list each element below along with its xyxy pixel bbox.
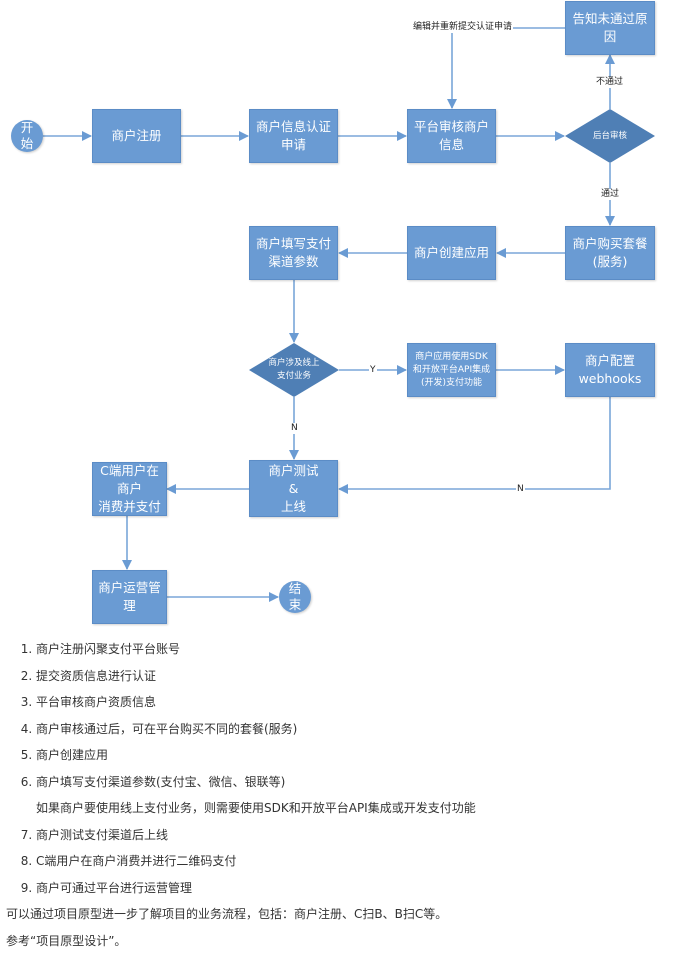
- node-c-user-pay: C端用户在商户 消费并支付: [92, 462, 167, 516]
- step-item: C端用户在商户消费并进行二维码支付: [36, 848, 678, 875]
- node-reject-reason: 告知未通过原 因: [565, 1, 655, 55]
- step-6-subnote: 如果商户要使用线上支付业务，则需要使用SDK和开放平台API集成或开发支付功能: [36, 801, 476, 815]
- edge-reject-resubmit: [447, 27, 565, 109]
- node-operations: 商户运营管理: [92, 570, 167, 624]
- end-node: 结 束: [279, 581, 311, 613]
- process-steps-list: 商户注册闪聚支付平台账号 提交资质信息进行认证 平台审核商户资质信息 商户审核通…: [0, 636, 678, 901]
- step-item: 商户注册闪聚支付平台账号: [36, 636, 678, 663]
- node-fill-channel: 商户填写支付 渠道参数: [249, 226, 338, 280]
- step-item: 商户审核通过后，可在平台购买不同的套餐(服务): [36, 716, 678, 743]
- flow-edges: [43, 27, 655, 602]
- edge-label-yes: Y: [369, 365, 377, 376]
- decision-online-payment-shape: [249, 343, 339, 397]
- node-platform-review: 平台审核商户 信息: [407, 109, 496, 163]
- decision-backend-review-shape: [565, 109, 655, 163]
- edge-label-not-passed: 不通过: [595, 77, 625, 88]
- step-item: 商户创建应用: [36, 742, 678, 769]
- edge-label-no-back: N: [516, 484, 525, 495]
- decision-online-payment-label: 商户涉及线上 支付业务: [268, 358, 320, 381]
- step-item: 商户可通过平台进行运营管理: [36, 875, 678, 902]
- decision-backend-review-label: 后台审核: [592, 130, 627, 141]
- node-sdk-integration: 商户应用使用SDK 和开放平台API集成 (开发)支付功能: [407, 343, 496, 397]
- edge-webhooks-test: [338, 397, 611, 494]
- reference-paragraph: 参考“项目原型设计”。: [6, 933, 127, 948]
- step-item: 商户填写支付渠道参数(支付宝、微信、银联等): [36, 769, 678, 796]
- node-test-online: 商户测试 & 上线: [249, 460, 338, 517]
- node-webhooks: 商户配置 webhooks: [565, 343, 655, 397]
- node-buy-package: 商户购买套餐 (服务): [565, 226, 655, 280]
- edge-label-no-down: N: [290, 423, 299, 434]
- process-notes: 商户注册闪聚支付平台账号 提交资质信息进行认证 平台审核商户资质信息 商户审核通…: [0, 636, 678, 954]
- edge-label-resubmit: 编辑并重新提交认证申请: [412, 22, 514, 33]
- node-create-app: 商户创建应用: [407, 226, 496, 280]
- node-cert-apply: 商户信息认证 申请: [249, 109, 338, 163]
- node-register: 商户注册: [92, 109, 181, 163]
- start-node: 开 始: [11, 120, 43, 152]
- step-item: 商户测试支付渠道后上线: [36, 822, 678, 849]
- step-item: 提交资质信息进行认证: [36, 663, 678, 690]
- step-item: 平台审核商户资质信息: [36, 689, 678, 716]
- edge-label-passed: 通过: [600, 189, 621, 200]
- prototype-paragraph: 可以通过项目原型进一步了解项目的业务流程，包括：商户注册、C扫B、B扫C等。: [6, 907, 448, 921]
- business-flowchart: 开 始 商户注册 商户信息认证 申请 平台审核商户 信息 告知未通过原 因 后台…: [11, 1, 655, 624]
